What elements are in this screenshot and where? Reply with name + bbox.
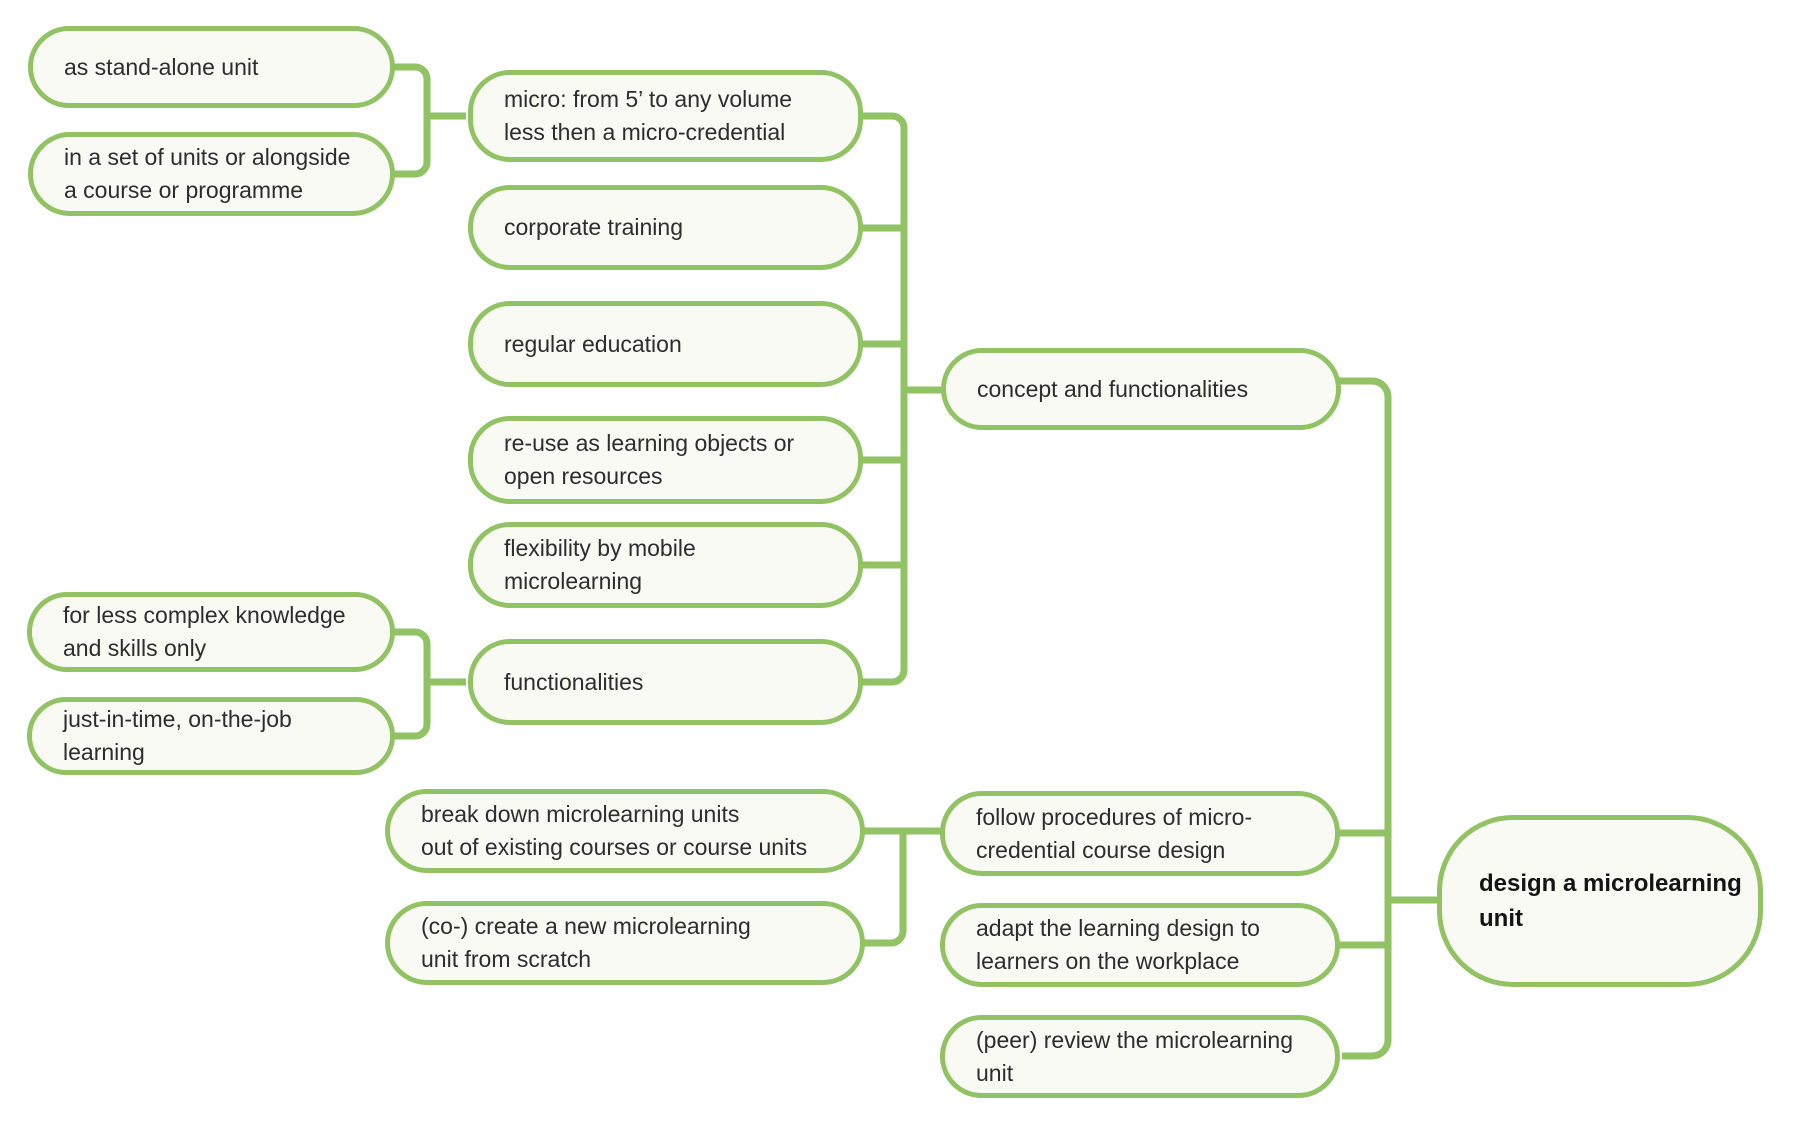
node-label: break down microlearning units out of ex… — [421, 801, 808, 860]
node-label: adapt the learning design to learners on… — [976, 915, 1260, 974]
node-follow-procedures: follow procedures of micro- credential c… — [940, 791, 1340, 876]
node-corporate-training: corporate training — [468, 185, 863, 270]
node-label: for less complex knowledge and skills on… — [63, 602, 346, 661]
node-label: corporate training — [504, 214, 683, 240]
node-root-design-microlearning-unit: design a microlearning unit — [1437, 815, 1763, 987]
node-co-create-from-scratch: (co-) create a new microlearning unit fr… — [385, 901, 865, 985]
node-label: flexibility by mobile microlearning — [504, 535, 696, 594]
node-label: micro: from 5’ to any volume less then a… — [504, 86, 793, 145]
node-label: as stand-alone unit — [64, 53, 259, 80]
node-label: just-in-time, on-the-job learning — [63, 706, 292, 765]
connector-bracket-breakdown-cocreate-to-follow — [863, 827, 943, 947]
node-label: re-use as learning objects or open resou… — [504, 430, 795, 489]
node-just-in-time-learning: just-in-time, on-the-job learning — [27, 697, 395, 775]
node-less-complex-knowledge: for less complex knowledge and skills on… — [27, 592, 395, 672]
node-in-a-set-of-units: in a set of units or alongside a course … — [28, 132, 395, 216]
node-micro-volume: micro: from 5’ to any volume less then a… — [468, 70, 863, 162]
node-label: (peer) review the microlearning unit — [976, 1026, 1294, 1086]
node-label: follow procedures of micro- credential c… — [976, 803, 1253, 863]
node-peer-review-unit: (peer) review the microlearning unit — [940, 1015, 1340, 1098]
node-as-stand-alone-unit: as stand-alone unit — [28, 26, 395, 108]
node-reuse-learning-objects: re-use as learning objects or open resou… — [468, 416, 863, 504]
node-label: regular education — [504, 330, 682, 357]
node-label: (co-) create a new microlearning unit fr… — [421, 913, 751, 972]
node-concept-and-functionalities: concept and functionalities — [941, 348, 1341, 430]
node-adapt-learning-design: adapt the learning design to learners on… — [940, 903, 1340, 987]
connector-bracket-standalone-inset-to-micro — [394, 63, 466, 178]
connector-trunk-branches-to-root — [1338, 377, 1440, 1060]
node-break-down-units: break down microlearning units out of ex… — [385, 789, 865, 873]
node-regular-education: regular education — [468, 301, 863, 387]
node-label: concept and functionalities — [977, 375, 1249, 402]
node-label: design a microlearning unit — [1479, 870, 1742, 932]
node-label: functionalities — [504, 668, 644, 695]
node-flexibility-mobile: flexibility by mobile microlearning — [468, 522, 863, 608]
connector-trunk-micro-group-to-concept — [861, 112, 944, 686]
connector-bracket-lesscomplex-justintime-to-functionalities — [394, 628, 466, 740]
node-functionalities: functionalities — [468, 639, 863, 725]
node-label: in a set of units or alongside a course … — [64, 144, 351, 203]
